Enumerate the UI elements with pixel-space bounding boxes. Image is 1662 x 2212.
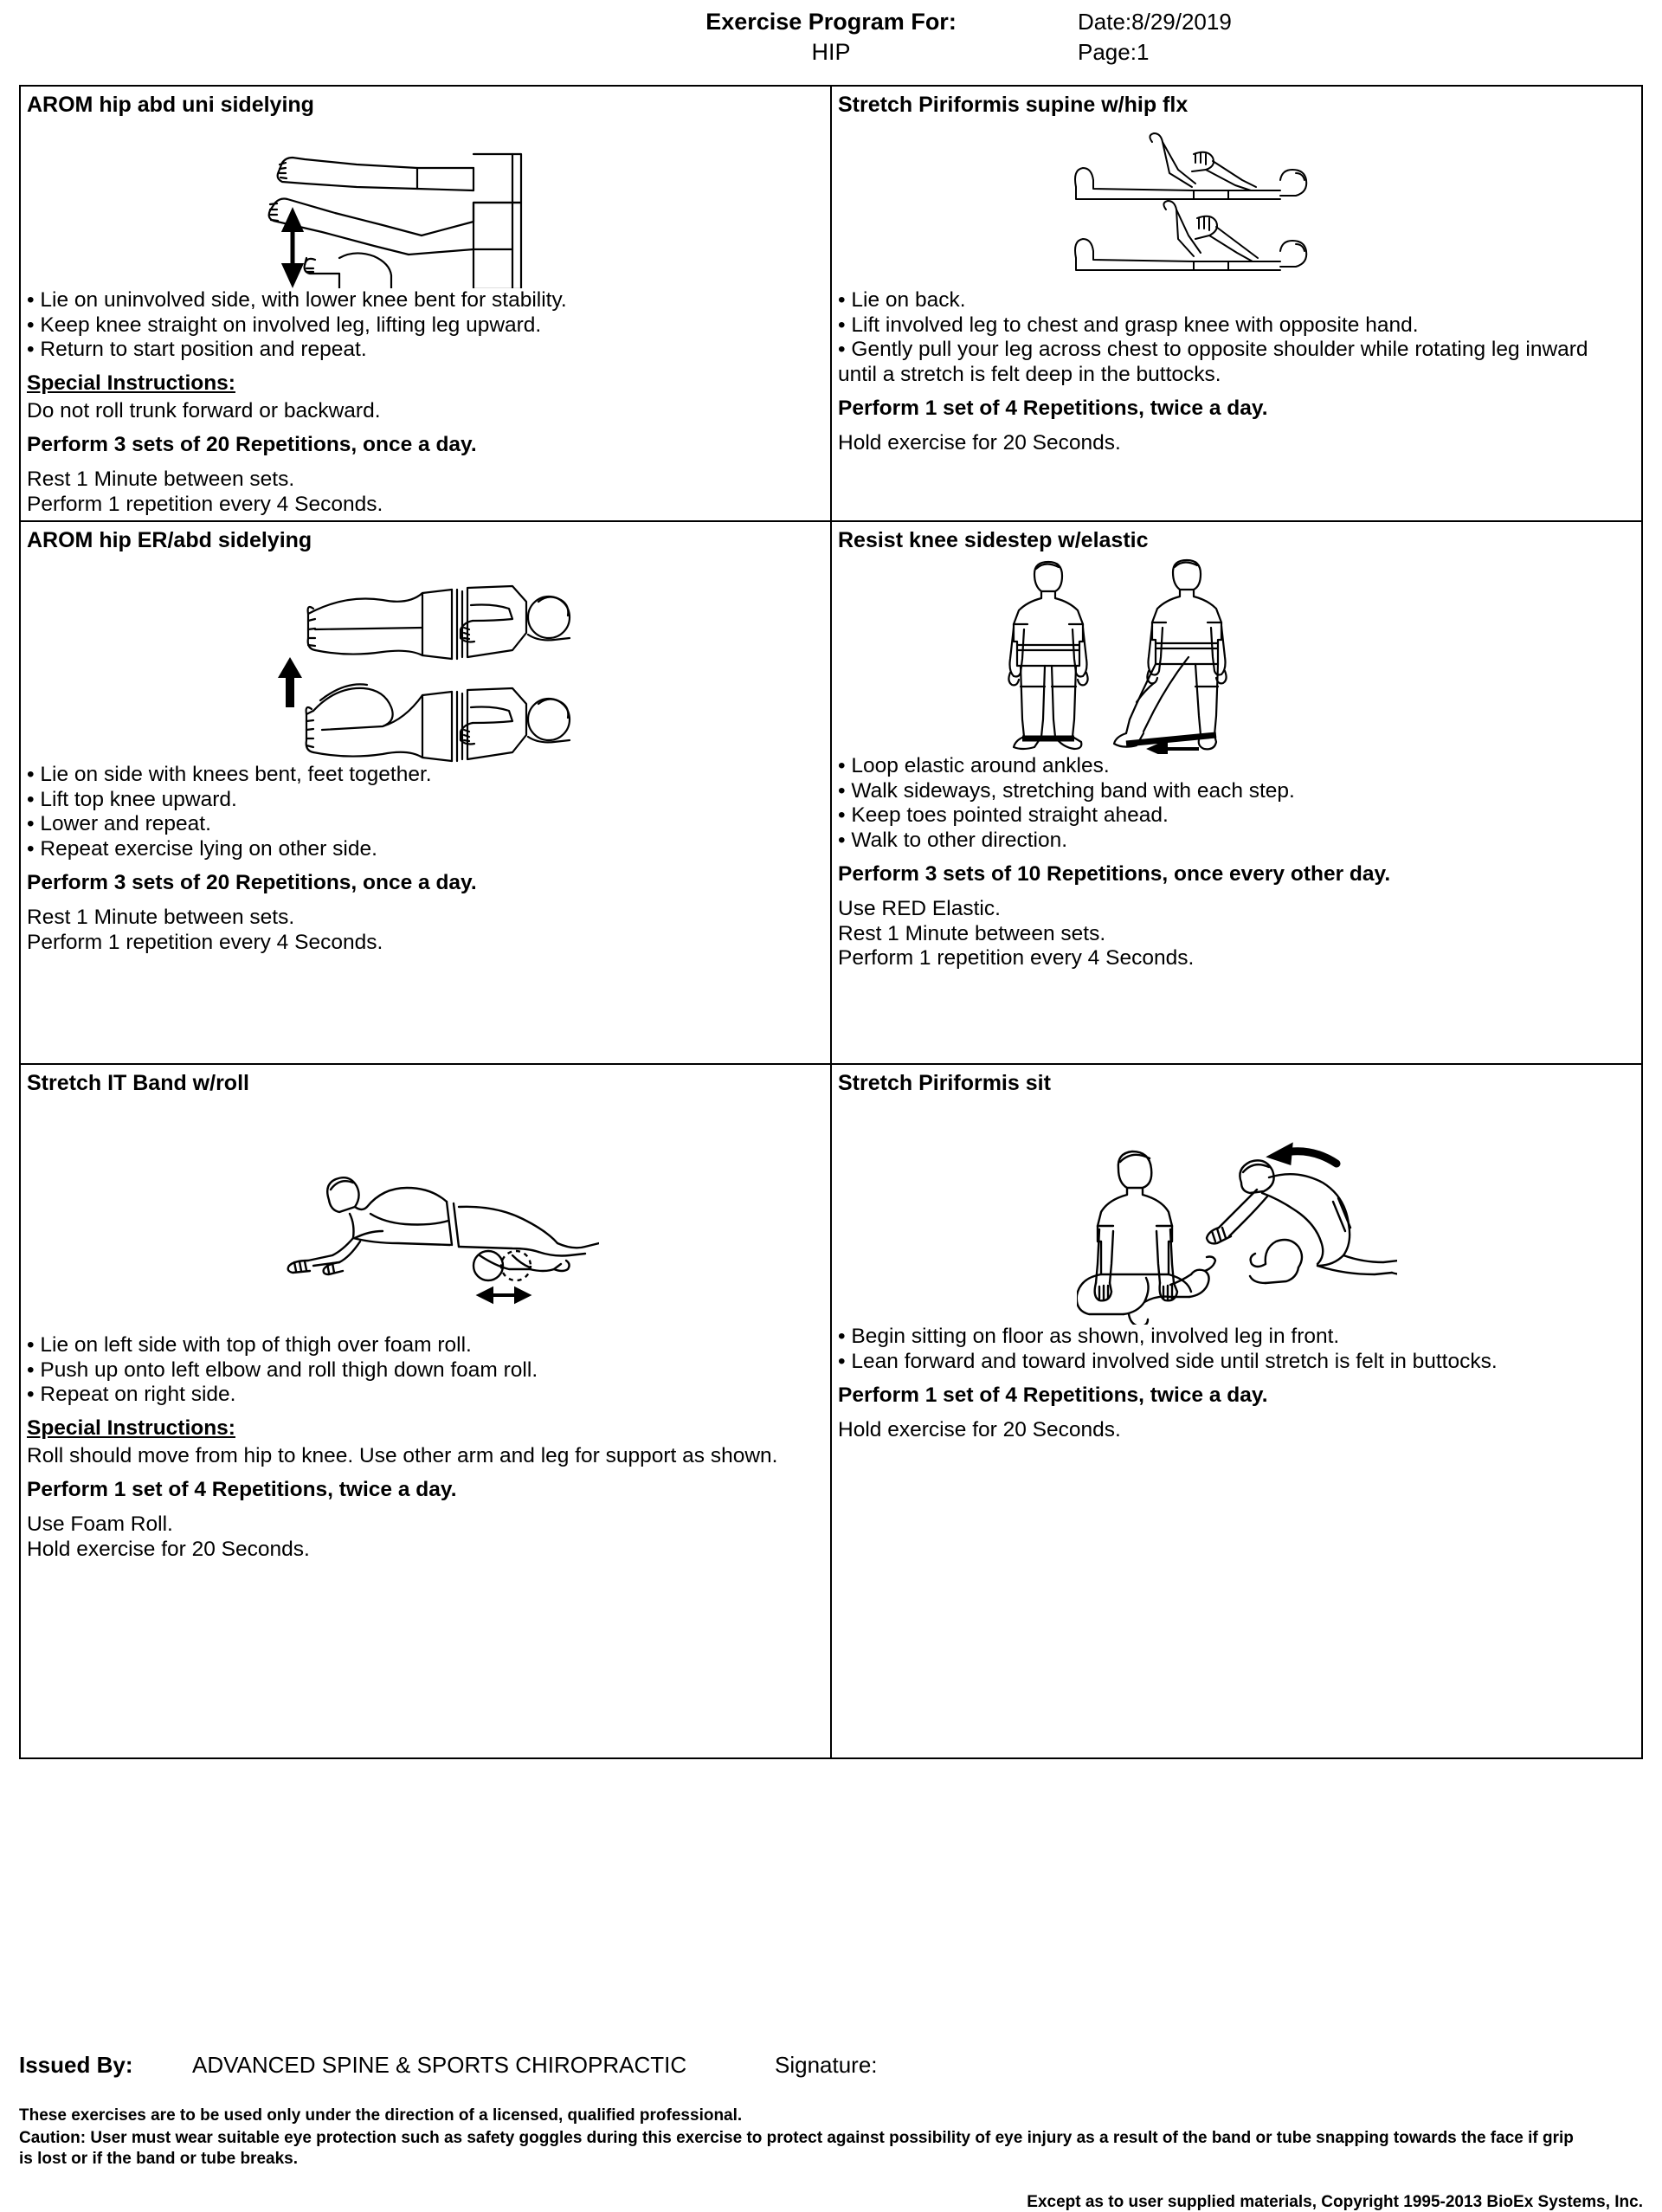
list-item: • Lie on back. xyxy=(838,288,966,312)
note-line: Perform 1 repetition every 4 Seconds. xyxy=(27,492,383,516)
footer-issuer-row: Issued By: ADVANCED SPINE & SPORTS CHIRO… xyxy=(0,2052,1662,2090)
issued-by-label: Issued By: xyxy=(19,2052,133,2078)
note-line: Hold exercise for 20 Seconds. xyxy=(838,1418,1121,1441)
special-instructions-heading: Special Instructions: xyxy=(27,1416,235,1440)
list-item: • Keep knee straight on involved leg, li… xyxy=(27,313,542,337)
exercise-cell-2: AROM hip ER/abd sidelying xyxy=(19,520,832,1065)
clinic-name: ADVANCED SPINE & SPORTS CHIROPRACTIC xyxy=(192,2052,687,2078)
list-item: • Lean forward and toward involved side … xyxy=(838,1349,1498,1373)
page-title: Exercise Program For: xyxy=(705,9,957,35)
note-line: Rest 1 Minute between sets. xyxy=(27,468,295,491)
exercise-body: • Begin sitting on floor as shown, invol… xyxy=(832,1325,1641,1443)
exercise-notes: Use Foam Roll. Hold exercise for 20 Seco… xyxy=(27,1512,821,1562)
header-meta: Date:8/29/2019 Page:1 xyxy=(1078,7,1232,68)
list-item: • Gently pull your leg across chest to o… xyxy=(838,338,1588,386)
exercise-body: • Lie on side with knees bent, feet toge… xyxy=(21,763,830,955)
exercise-notes: Hold exercise for 20 Seconds. xyxy=(838,431,1633,456)
list-item: • Lift top knee upward. xyxy=(27,787,237,811)
date-label: Date:8/29/2019 xyxy=(1078,9,1232,35)
prescription-text: Perform 1 set of 4 Repetitions, twice a … xyxy=(838,1383,1268,1407)
list-item: • Begin sitting on floor as shown, invol… xyxy=(838,1325,1340,1348)
list-item: • Push up onto left elbow and roll thigh… xyxy=(27,1358,538,1382)
table-row: Stretch IT Band w/roll xyxy=(19,1063,1643,1759)
note-line: Hold exercise for 20 Seconds. xyxy=(27,1537,310,1561)
page-header: Exercise Program For: HIP Date:8/29/2019… xyxy=(0,0,1662,85)
list-item: • Lift involved leg to chest and grasp k… xyxy=(838,313,1419,337)
table-row: AROM hip abd uni sidelying xyxy=(19,85,1643,522)
special-instructions-text: Do not roll trunk forward or backward. xyxy=(27,398,381,422)
exercise-title: Stretch Piriformis supine w/hip flx xyxy=(838,93,1189,117)
instruction-list: • Lie on left side with top of thigh ove… xyxy=(27,1333,821,1408)
instruction-list: • Loop elastic around ankles. • Walk sid… xyxy=(838,754,1633,853)
special-instructions-heading: Special Instructions: xyxy=(27,371,235,395)
exercise-notes: Rest 1 Minute between sets. Perform 1 re… xyxy=(27,468,821,517)
list-item: • Return to start position and repeat. xyxy=(27,338,367,361)
exercise-body: • Lie on back. • Lift involved leg to ch… xyxy=(832,288,1641,456)
prescription-text: Perform 3 sets of 20 Repetitions, once a… xyxy=(27,433,477,456)
exercise-notes: Use RED Elastic. Rest 1 Minute between s… xyxy=(838,897,1633,971)
prescription-text: Perform 3 sets of 20 Repetitions, once a… xyxy=(27,871,477,894)
exercise-notes: Hold exercise for 20 Seconds. xyxy=(838,1418,1633,1443)
list-item: • Lie on left side with top of thigh ove… xyxy=(27,1333,472,1357)
instruction-list: • Lie on side with knees bent, feet toge… xyxy=(27,763,821,861)
sidelying-clamshell-illustration xyxy=(21,555,830,763)
prescription-text: Perform 1 set of 4 Repetitions, twice a … xyxy=(27,1478,457,1501)
list-item: • Lower and repeat. xyxy=(27,812,211,835)
program-body-region: HIP xyxy=(811,39,851,65)
exercise-cell-4: Stretch IT Band w/roll xyxy=(19,1063,832,1759)
sidelying-hip-abduction-illustration xyxy=(21,119,830,288)
prescription-text: Perform 3 sets of 10 Repetitions, once e… xyxy=(838,862,1391,886)
disclaimer-line-2: Caution: User must wear suitable eye pro… xyxy=(19,2129,1574,2168)
list-item: • Repeat exercise lying on other side. xyxy=(27,836,377,861)
list-item: • Lie on uninvolved side, with lower kne… xyxy=(27,288,567,312)
seated-piriformis-stretch-illustration xyxy=(832,1134,1641,1325)
exercise-title: AROM hip ER/abd sidelying xyxy=(27,528,312,552)
exercise-cell-5: Stretch Piriformis sit xyxy=(830,1063,1643,1759)
list-item: • Walk to other direction. xyxy=(838,828,1068,852)
standing-sidestep-elastic-band-illustration xyxy=(832,555,1641,754)
page-footer: Issued By: ADVANCED SPINE & SPORTS CHIRO… xyxy=(0,2052,1662,2211)
list-item: • Repeat on right side. xyxy=(27,1383,236,1406)
supine-piriformis-stretch-illustration xyxy=(832,119,1641,288)
note-line: Hold exercise for 20 Seconds. xyxy=(838,431,1121,455)
instruction-list: • Lie on back. • Lift involved leg to ch… xyxy=(838,288,1633,387)
disclaimer-line-1: These exercises are to be used only unde… xyxy=(19,2106,743,2125)
list-item: • Walk sideways, stretching band with ea… xyxy=(838,778,1295,803)
instruction-list: • Lie on uninvolved side, with lower kne… xyxy=(27,288,821,363)
exercise-title: AROM hip abd uni sidelying xyxy=(27,93,314,117)
prescription-text: Perform 1 set of 4 Repetitions, twice a … xyxy=(838,397,1268,420)
instruction-list: • Begin sitting on floor as shown, invol… xyxy=(838,1325,1633,1374)
header-title-block: Exercise Program For: HIP xyxy=(0,7,1662,68)
note-line: Use RED Elastic. xyxy=(838,897,1001,920)
list-item: • Keep toes pointed straight ahead. xyxy=(838,803,1169,827)
exercise-body: • Lie on uninvolved side, with lower kne… xyxy=(21,288,830,517)
table-row: AROM hip ER/abd sidelying xyxy=(19,520,1643,1065)
exercise-table: AROM hip abd uni sidelying xyxy=(19,85,1643,1759)
exercise-cell-0: AROM hip abd uni sidelying xyxy=(19,85,832,522)
signature-label: Signature: xyxy=(775,2052,878,2078)
exercise-cell-1: Stretch Piriformis supine w/hip flx xyxy=(830,85,1643,522)
list-item: • Loop elastic around ankles. xyxy=(838,754,1110,777)
exercise-notes: Rest 1 Minute between sets. Perform 1 re… xyxy=(27,906,821,955)
exercise-body: • Loop elastic around ankles. • Walk sid… xyxy=(832,754,1641,971)
copyright-notice: Except as to user supplied materials, Co… xyxy=(1027,2193,1643,2211)
exercise-cell-3: Resist knee sidestep w/elastic xyxy=(830,520,1643,1065)
exercise-title: Stretch Piriformis sit xyxy=(838,1071,1051,1095)
note-line: Use Foam Roll. xyxy=(27,1512,173,1536)
exercise-title: Stretch IT Band w/roll xyxy=(27,1071,249,1095)
note-line: Rest 1 Minute between sets. xyxy=(838,921,1106,945)
list-item: • Lie on side with knees bent, feet toge… xyxy=(27,763,432,786)
note-line: Rest 1 Minute between sets. xyxy=(27,906,295,929)
special-instructions-text: Roll should move from hip to knee. Use o… xyxy=(27,1443,778,1467)
foam-roll-it-band-illustration xyxy=(21,1134,830,1333)
exercise-body: • Lie on left side with top of thigh ove… xyxy=(21,1333,830,1562)
exercise-title: Resist knee sidestep w/elastic xyxy=(838,528,1149,552)
page-number-label: Page:1 xyxy=(1078,39,1150,65)
note-line: Perform 1 repetition every 4 Seconds. xyxy=(838,946,1195,970)
note-line: Perform 1 repetition every 4 Seconds. xyxy=(27,930,383,954)
disclaimer-text: These exercises are to be used only unde… xyxy=(19,2106,1577,2170)
